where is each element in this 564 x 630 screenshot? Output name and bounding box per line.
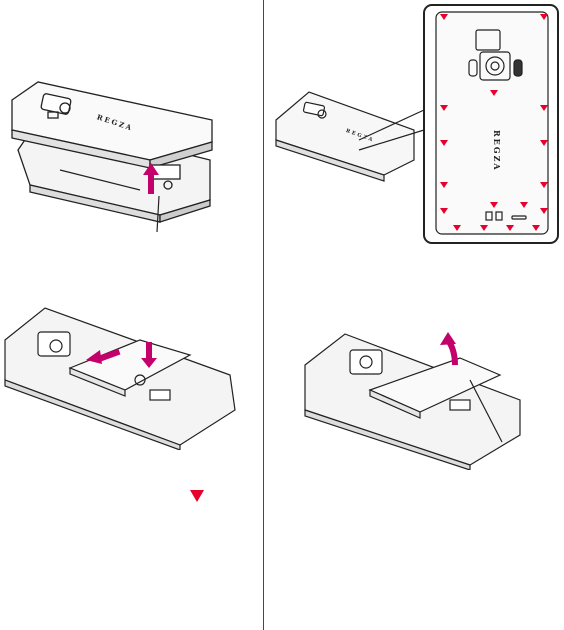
remove-battery-illustration	[280, 320, 530, 470]
back-cover-tabs-illustration: REGZA REGZA	[264, 0, 564, 250]
insert-battery-illustration	[0, 300, 264, 450]
zoom-brand-text: REGZA	[492, 130, 502, 172]
remove-back-cover-illustration: REGZA	[0, 0, 264, 250]
lift-arrow-icon	[148, 172, 154, 194]
red-triangle-marker-icon	[190, 490, 208, 504]
